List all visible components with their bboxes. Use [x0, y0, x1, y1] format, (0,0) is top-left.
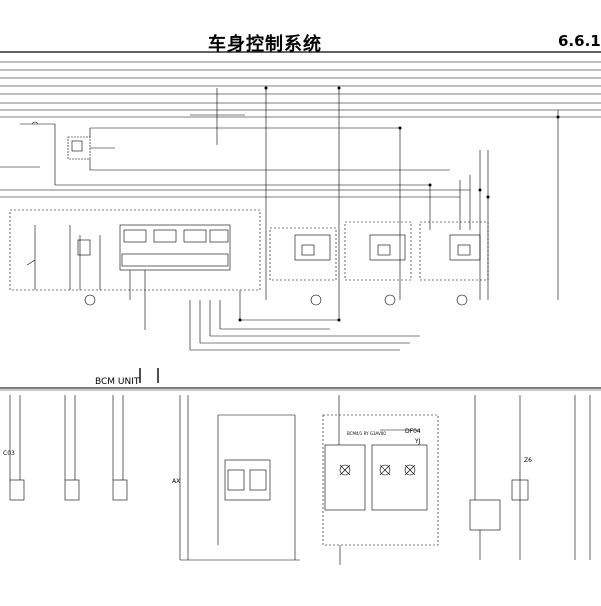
- section-number: 6.6.1: [558, 32, 601, 50]
- z6-label: Z6: [524, 457, 532, 464]
- c03-label: C03: [3, 450, 15, 457]
- ax-label: AX: [172, 478, 180, 485]
- df04-label: DF04: [405, 428, 421, 435]
- page-title: 车身控制系统: [208, 34, 322, 55]
- yj-label: YJ: [414, 438, 421, 445]
- bcm4-1-label: BCM4/1 RY G3AV00: [347, 431, 386, 436]
- bcm-unit-label: BCM UNIT: [95, 377, 140, 387]
